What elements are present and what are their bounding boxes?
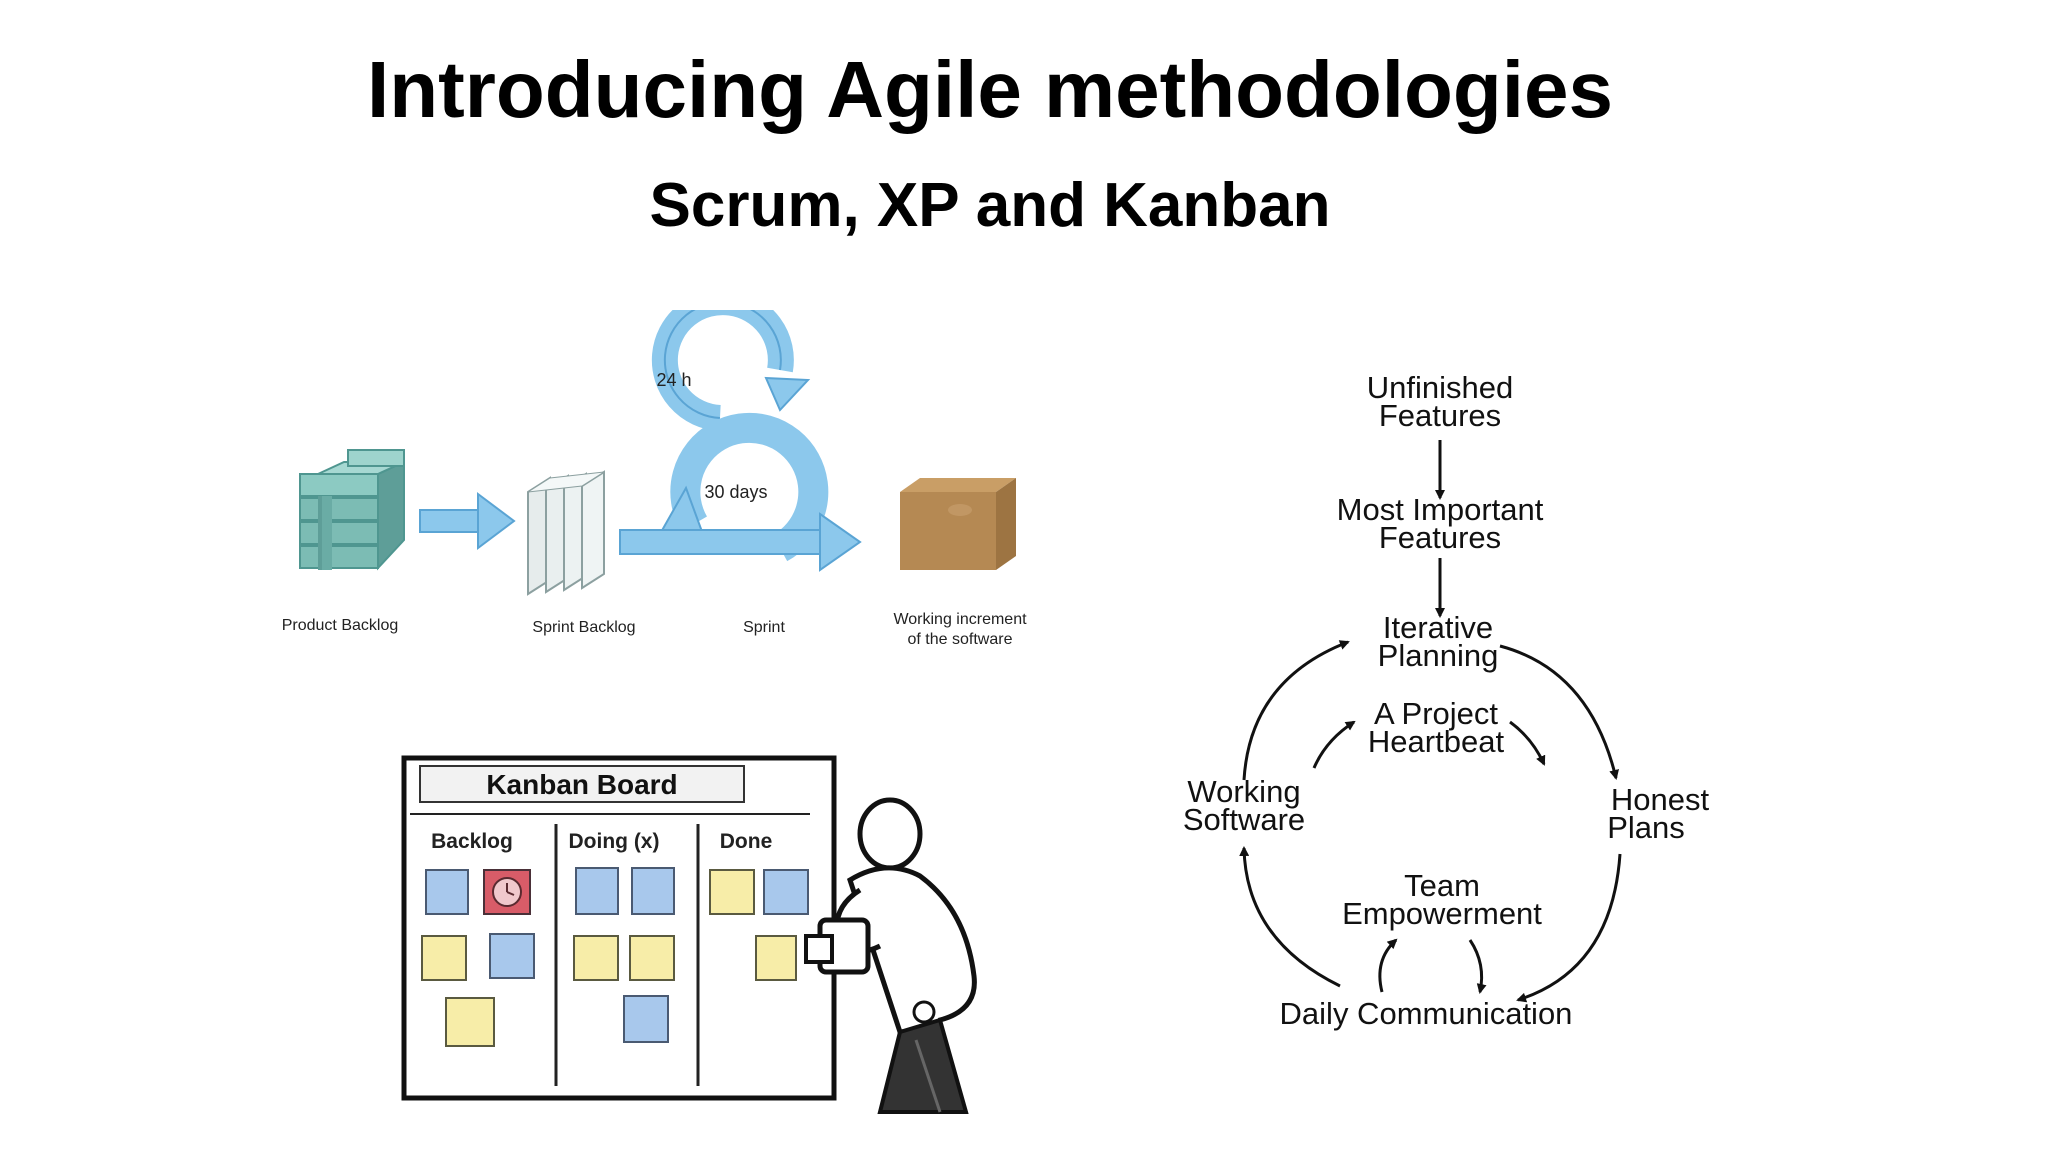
kanban-column-backlog: Backlog (431, 830, 513, 853)
xp-cycle-diagram: Unfinished Features Most Important Featu… (1183, 370, 1710, 1031)
sprint-cycle-icon (619, 310, 862, 572)
daily-communication-label: Daily Communication (1280, 996, 1573, 1031)
team-empowerment-label: Team (1404, 868, 1480, 903)
small-arrow-icon (1468, 939, 1487, 994)
cycle-arrow-icon (1499, 644, 1619, 780)
kanban-board-illustration: Kanban Board Backlog Doing (x) Done (401, 755, 977, 1114)
most-important-features-label: Most Important (1337, 492, 1544, 527)
sticky-note (763, 869, 809, 915)
clock-icon (492, 877, 522, 907)
sticky-note (623, 995, 669, 1043)
sticky-note (421, 935, 467, 981)
unfinished-features-label: Features (1379, 398, 1501, 433)
sticky-note (631, 867, 675, 915)
working-software-label: Working (1187, 774, 1300, 809)
unfinished-features-label: Unfinished (1367, 370, 1513, 405)
scrum-process-diagram: 24 h 30 days Product Backlog Sprint Back… (282, 310, 1027, 648)
slide-title: Introducing Agile methodologies (367, 45, 1613, 134)
slide-subtitle: Scrum, XP and Kanban (649, 171, 1331, 240)
kanban-column-done: Done (720, 830, 773, 853)
sprint-backlog-label: Sprint Backlog (532, 619, 635, 636)
honest-plans-label: Honest (1611, 782, 1710, 817)
increment-label-line1: Working increment (893, 611, 1027, 628)
iterative-planning-label: Iterative (1383, 610, 1493, 645)
small-arrow-icon (1509, 720, 1546, 766)
cycle-arrow-icon (1242, 640, 1350, 781)
sprint-loop-label: 30 days (704, 482, 767, 502)
team-empowerment-label: Empowerment (1342, 896, 1542, 931)
sticky-note (425, 869, 469, 915)
sticky-note (755, 935, 797, 981)
sticky-note (573, 935, 619, 981)
most-important-features-label: Features (1379, 520, 1501, 555)
small-arrow-icon (1378, 938, 1398, 993)
kanban-column-doing: Doing (x) (569, 830, 660, 853)
working-increment-box-icon (900, 478, 1016, 570)
project-heartbeat-label: Heartbeat (1368, 724, 1505, 759)
iterative-planning-label: Planning (1378, 638, 1499, 673)
product-backlog-stack-icon (299, 449, 405, 571)
increment-label-line2: of the software (908, 631, 1013, 648)
person-with-coffee-icon (804, 797, 977, 1114)
working-software-label: Software (1183, 802, 1305, 837)
sticky-note (575, 867, 619, 915)
flow-arrow-icon (419, 492, 516, 550)
kanban-title-plate (419, 765, 745, 803)
sticky-note (709, 869, 755, 915)
sprint-backlog-pages-icon (527, 470, 605, 596)
sticky-note (445, 997, 495, 1047)
product-backlog-label: Product Backlog (282, 617, 399, 634)
honest-plans-label: Plans (1607, 810, 1685, 845)
daily-loop-label: 24 h (656, 370, 691, 390)
cycle-arrow-icon (1239, 846, 1341, 988)
project-heartbeat-label: A Project (1374, 696, 1498, 731)
sprint-label: Sprint (743, 619, 785, 636)
small-arrow-icon (1312, 720, 1356, 769)
kanban-board-title: Kanban Board (486, 769, 677, 800)
sticky-note (629, 935, 675, 981)
sticky-note (489, 933, 535, 979)
cycle-arrow-icon (1516, 853, 1622, 1003)
